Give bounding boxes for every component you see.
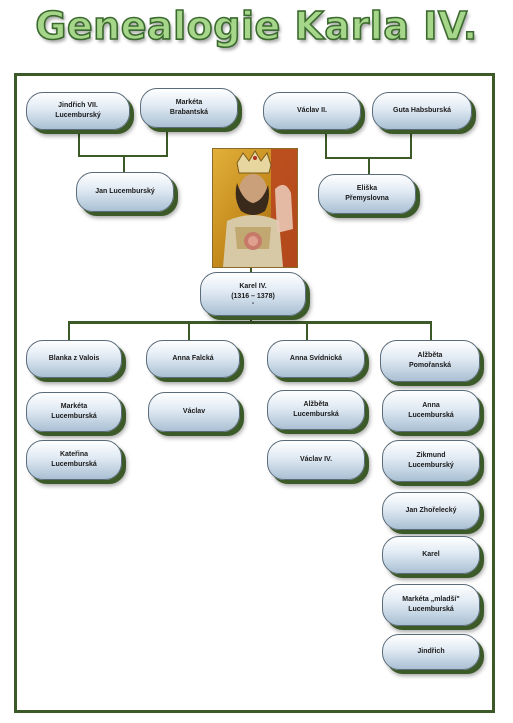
node-marketa-brabantska: Markéta Brabantská: [140, 88, 238, 128]
diagram-frame: [14, 73, 495, 713]
node-child-zikmund: Zikmund Lucemburský: [382, 440, 480, 482]
connector-line: [78, 126, 80, 156]
node-child-jan-zhorelecky: Jan Zhořelecký: [382, 492, 480, 530]
connector-line: [68, 321, 432, 324]
node-label: Václav II.: [297, 106, 327, 114]
node-label: Markéta „mladší" Lucemburská: [402, 595, 460, 613]
node-guta-habsburska: Guta Habsburská: [372, 92, 472, 130]
node-label: Karel IV.: [239, 282, 267, 290]
connector-line: [306, 321, 308, 343]
node-vaclav-ii: Václav II.: [263, 92, 361, 130]
node-child-vaclav-iv: Václav IV.: [267, 440, 365, 480]
node-eliska-premyslovna: Eliška Přemyslovna: [318, 174, 416, 214]
connector-line: [188, 321, 190, 343]
node-child-katerina: Kateřina Lucemburská: [26, 440, 122, 480]
node-child-karel: Karel: [382, 536, 480, 574]
node-label: Alžběta Lucemburská: [293, 400, 339, 418]
node-karel-iv: Karel IV. (1316 – 1378) -: [200, 272, 306, 316]
portrait-charles-iv-icon: [213, 149, 297, 267]
node-label: Karel: [422, 550, 440, 558]
node-child-vaclav: Václav: [148, 392, 240, 432]
connector-line: [368, 157, 370, 177]
page-title: Genealogie Karla IV.: [34, 3, 478, 49]
node-years: (1316 – 1378): [231, 292, 275, 300]
node-label: Markéta Lucemburská: [51, 402, 97, 420]
connector-line: [250, 314, 252, 322]
node-wife-blanka: Blanka z Valois: [26, 340, 122, 378]
node-label: Kateřina Lucemburská: [51, 450, 97, 468]
node-wife-alzbeta-pomoranska: Alžběta Pomořanská: [380, 340, 480, 382]
connector-line: [410, 128, 412, 158]
node-label: Blanka z Valois: [48, 354, 100, 362]
connector-line: [250, 266, 252, 274]
node-label: Václav: [182, 407, 206, 415]
node-label: Václav IV.: [299, 455, 333, 463]
connector-line: [166, 124, 168, 156]
node-child-anna: Anna Lucemburská: [382, 390, 480, 432]
node-mark: -: [251, 300, 255, 308]
node-label: Anna Svídnická: [289, 354, 343, 362]
node-label: Anna Lucemburská: [408, 401, 454, 419]
node-label: Jindřich VII. Lucemburský: [55, 101, 101, 119]
node-label: Eliška Přemyslovna: [345, 184, 389, 202]
node-label: Anna Falcká: [172, 354, 214, 362]
node-child-alzbeta: Alžběta Lucemburská: [267, 390, 365, 430]
node-jindrich-vii: Jindřich VII. Lucemburský: [26, 92, 130, 130]
node-child-marketa: Markéta Lucemburská: [26, 392, 122, 432]
node-wife-anna-svidnicka: Anna Svídnická: [267, 340, 365, 378]
node-child-jindrich: Jindřich: [382, 634, 480, 670]
node-label: Markéta Brabantská: [169, 98, 209, 116]
node-label: Jan Lucemburský: [95, 187, 155, 195]
connector-line: [123, 155, 125, 177]
node-label: Zikmund Lucemburský: [408, 451, 454, 469]
node-label: Jindřich: [417, 647, 445, 655]
connector-line: [430, 321, 432, 341]
node-label: Jan Zhořelecký: [405, 506, 457, 514]
node-jan-lucembursky: Jan Lucemburský: [76, 172, 174, 212]
node-label: Alžběta Pomořanská: [408, 351, 452, 369]
node-wife-anna-falcka: Anna Falcká: [146, 340, 240, 378]
connector-line: [68, 321, 70, 343]
portrait-image: [212, 148, 298, 268]
connector-line: [325, 128, 327, 158]
node-label: Guta Habsburská: [393, 106, 451, 114]
node-child-marketa-mladsi: Markéta „mladší" Lucemburská: [382, 584, 480, 626]
